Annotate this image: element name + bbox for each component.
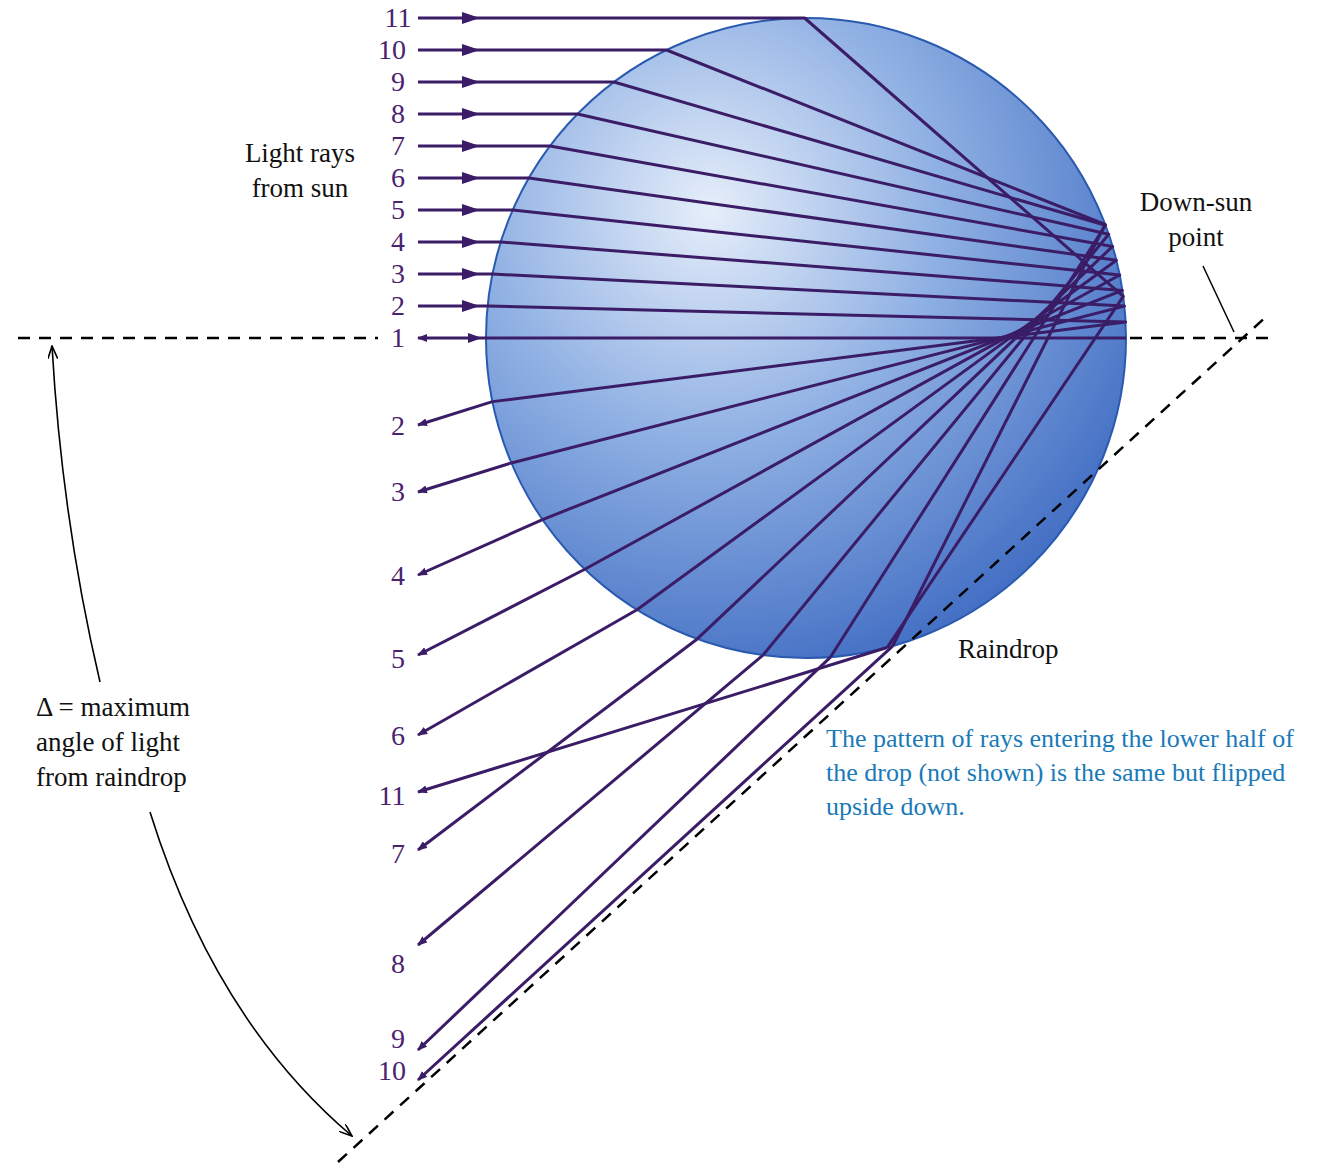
callout-number: 7 (378, 128, 418, 164)
callout-number: 7 (378, 836, 418, 872)
light-ray (418, 82, 1105, 657)
caption-label: Light rays from sun (230, 136, 370, 206)
callout-number: 9 (378, 1021, 418, 1057)
callout-number: 11 (378, 0, 418, 36)
callout-number: 1 (378, 320, 418, 356)
part-label: Raindrop (958, 632, 1098, 667)
callout-number: 5 (378, 641, 418, 677)
callout-number: 3 (378, 474, 418, 510)
light-ray (418, 274, 1124, 463)
callout-number: 11 (372, 778, 412, 814)
ray-arrowhead (462, 76, 480, 88)
light-ray (418, 569, 585, 655)
leader-line (1203, 266, 1234, 332)
light-ray (418, 178, 1116, 610)
ray-arrowhead (462, 12, 480, 24)
ray-arrowhead (462, 236, 480, 248)
ray-arrowhead (462, 140, 480, 152)
callout-number: 4 (378, 558, 418, 594)
callout-number: 3 (378, 256, 418, 292)
callout-number: 8 (378, 96, 418, 132)
light-ray (418, 306, 1126, 402)
light-ray (418, 337, 1126, 340)
ray-arrowhead (462, 44, 480, 56)
point-label: Down-sun point (1128, 185, 1264, 255)
light-ray (418, 242, 1122, 520)
ray-arrowhead (462, 172, 480, 184)
callout-number: 2 (378, 408, 418, 444)
callout-number: 9 (378, 64, 418, 100)
callout-number: 4 (378, 224, 418, 260)
light-ray (418, 648, 887, 792)
ray-arrowhead (462, 108, 480, 120)
light-ray (418, 657, 831, 1050)
angle-arc (52, 346, 100, 682)
light-ray (418, 520, 542, 575)
angle-label: Δ = maximum angle of light from raindrop (36, 690, 226, 795)
ray-arrowhead (462, 204, 480, 216)
callout-number: 2 (378, 288, 418, 324)
callout-number: 6 (378, 718, 418, 754)
angle-arc (150, 812, 352, 1136)
axis-line (18, 337, 378, 340)
note-text: The pattern of rays entering the lower h… (826, 722, 1316, 823)
callout-number: 5 (378, 192, 418, 228)
light-ray (418, 646, 893, 1080)
axis-line (1130, 337, 1272, 340)
light-ray (418, 50, 1105, 646)
callout-number: 10 (372, 32, 412, 68)
ray-arrowhead (462, 268, 480, 280)
light-ray (418, 655, 763, 945)
light-ray (418, 610, 637, 735)
light-ray (418, 402, 492, 425)
callout-number: 10 (372, 1053, 412, 1089)
light-ray (418, 463, 511, 492)
ray-arrowhead (468, 333, 482, 343)
callout-number: 8 (378, 946, 418, 982)
light-ray (418, 18, 1123, 648)
callout-number: 6 (378, 160, 418, 196)
ray-arrowhead (462, 300, 480, 312)
light-ray (418, 146, 1113, 639)
